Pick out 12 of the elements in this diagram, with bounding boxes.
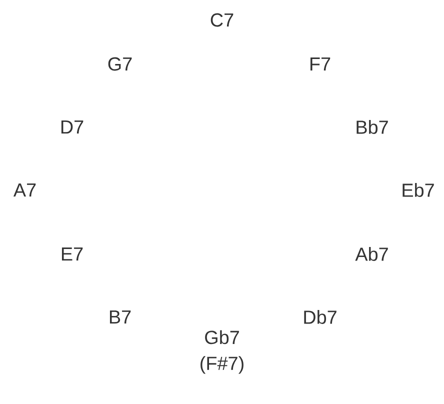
chord-label: G7 [108,57,132,71]
chord-label: A7 [13,184,36,197]
chord-label: B7 [110,310,131,324]
chord-label: Ab7 [355,247,388,261]
chord-label: Gb7 (F#7) [200,330,244,374]
chord-label: Bb7 [356,120,388,134]
chord-label: D7 [61,120,84,134]
chord-label: F7 [310,58,330,71]
chord-label: Eb7 [402,183,434,197]
chord-label: C7 [210,13,234,27]
chord-label: Db7 [304,310,336,324]
chord-label: E7 [62,248,83,261]
